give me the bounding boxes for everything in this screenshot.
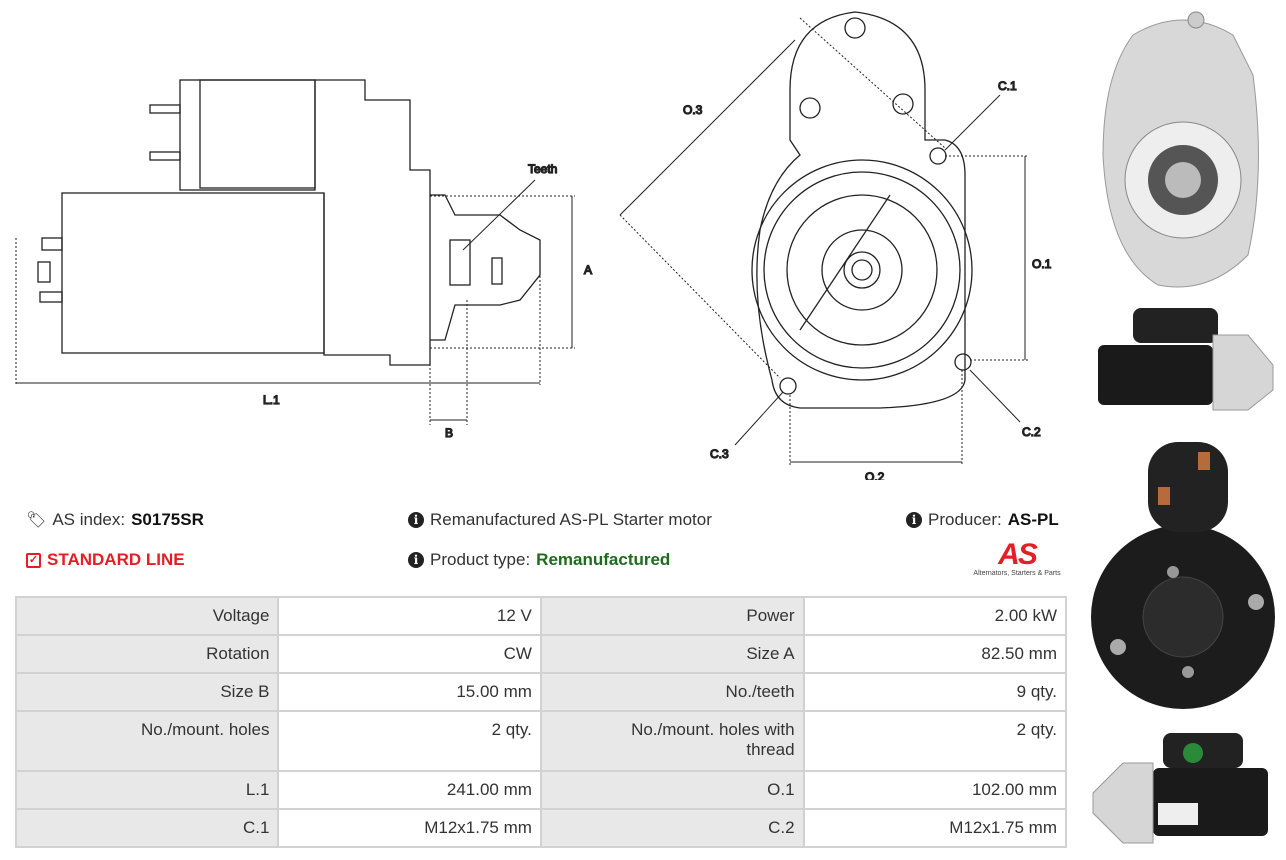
spec-label: Size A — [541, 636, 803, 672]
spec-label: Power — [541, 598, 803, 634]
spec-label: C.1 — [17, 810, 278, 846]
spec-label: No./mount. holes with thread — [541, 712, 803, 770]
producer: i Producer: AS-PL — [906, 510, 1059, 530]
spec-value: 15.00 mm — [279, 674, 540, 710]
info-icon: i — [408, 552, 424, 568]
producer-label: Producer: — [928, 510, 1002, 529]
spec-value: 12 V — [279, 598, 540, 634]
label-c3: C.3 — [710, 447, 729, 461]
front-view-drawing — [619, 11, 1028, 465]
label-o2: O.2 — [865, 470, 885, 480]
logo-mark: AS — [998, 538, 1038, 571]
spec-label: Size B — [17, 674, 278, 710]
label-o1: O.1 — [1032, 257, 1052, 271]
spec-label: O.1 — [541, 772, 803, 808]
as-index: 🏷 AS index: S0175SR — [26, 510, 204, 530]
label-teeth: Teeth — [528, 162, 557, 176]
spec-value: 2 qty. — [279, 712, 540, 770]
standard-line-label: STANDARD LINE — [47, 550, 185, 569]
product-title-text: Remanufactured AS-PL Starter motor — [430, 510, 712, 529]
label-a: A — [584, 263, 592, 277]
label-c2: C.2 — [1022, 425, 1041, 439]
label-b: B — [445, 426, 453, 440]
standard-line-badge: ✓ STANDARD LINE — [26, 550, 185, 570]
spec-label: Voltage — [17, 598, 278, 634]
product-photo-rear[interactable] — [1088, 432, 1278, 722]
as-index-value: S0175SR — [131, 510, 204, 529]
product-type-value: Remanufactured — [536, 550, 671, 569]
product-type-label: Product type: — [430, 550, 531, 569]
side-view-drawing — [15, 79, 575, 425]
spec-value: CW — [279, 636, 540, 672]
spec-value: 241.00 mm — [279, 772, 540, 808]
spec-label: L.1 — [17, 772, 278, 808]
product-title: i Remanufactured AS-PL Starter motor — [408, 510, 712, 530]
label-c1: C.1 — [998, 79, 1017, 93]
as-pl-logo: AS Alternators, Starters & Parts — [966, 538, 1068, 578]
logo-tagline: Alternators, Starters & Parts — [973, 570, 1061, 577]
spec-value: 102.00 mm — [804, 772, 1065, 808]
tags-icon: 🏷 — [26, 512, 47, 529]
product-photo-label-side[interactable] — [1088, 728, 1278, 853]
product-photo-side[interactable] — [1088, 300, 1278, 425]
spec-value: 2 qty. — [804, 712, 1065, 770]
checkbox-icon: ✓ — [26, 552, 41, 568]
info-icon: i — [906, 512, 922, 528]
label-l1: L.1 — [263, 393, 280, 407]
spec-value: 82.50 mm — [804, 636, 1065, 672]
spec-label: No./teeth — [541, 674, 803, 710]
spec-value: 9 qty. — [804, 674, 1065, 710]
technical-drawing: Teeth A L.1 B O.3 C.1 O.1 C.2 C.3 O.2 — [15, 11, 1052, 480]
spec-label: Rotation — [17, 636, 278, 672]
product-type: i Product type: Remanufactured — [408, 550, 670, 570]
spec-value: M12x1.75 mm — [279, 810, 540, 846]
producer-value: AS-PL — [1007, 510, 1059, 529]
label-o3: O.3 — [683, 103, 703, 117]
info-icon: i — [408, 512, 424, 528]
product-photo-front[interactable] — [1088, 5, 1278, 300]
spec-value: 2.00 kW — [804, 598, 1065, 634]
spec-value: M12x1.75 mm — [804, 810, 1065, 846]
spec-label: C.2 — [541, 810, 803, 846]
as-index-label: AS index: — [52, 510, 126, 529]
spec-label: No./mount. holes — [17, 712, 278, 770]
